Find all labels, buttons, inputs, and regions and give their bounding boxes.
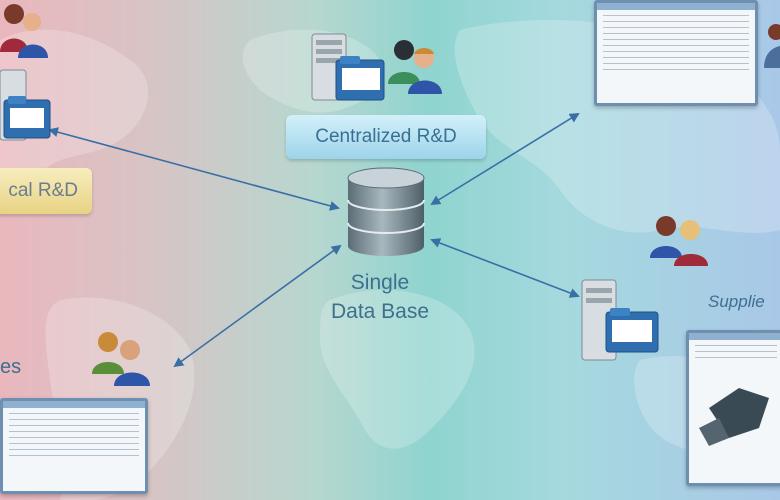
people-icon	[0, 4, 48, 58]
cad-model-icon	[699, 388, 769, 446]
centralized-rd-text: Centralized R&D	[315, 126, 457, 147]
server-icon	[0, 69, 51, 141]
server-icon	[581, 279, 659, 361]
people-icon	[650, 216, 708, 266]
database-cylinder-icon	[347, 167, 425, 256]
database-label: Single Data Base	[300, 268, 460, 326]
local-rd-label: cal R&D	[0, 168, 92, 214]
centralized-rd-label: Centralized R&D	[286, 115, 486, 159]
arrow-database-to-suppliers	[430, 238, 580, 298]
server-icon	[311, 33, 385, 101]
arrow-local-rd-to-database	[48, 127, 340, 211]
application-screenshot	[0, 398, 148, 494]
people-icon	[388, 40, 442, 94]
services-label: ces	[0, 356, 22, 378]
people-icon	[92, 332, 150, 386]
database-label-line1: Single	[350, 271, 410, 294]
arrow-top-right-to-database	[430, 112, 580, 206]
people-icon	[764, 24, 780, 68]
database-label-line2: Data Base	[330, 300, 430, 323]
suppliers-label: Supplie	[708, 292, 765, 311]
local-rd-text: cal R&D	[8, 180, 78, 201]
arrow-database-to-services	[173, 244, 342, 368]
application-screenshot	[686, 330, 780, 486]
application-screenshot	[594, 0, 758, 106]
